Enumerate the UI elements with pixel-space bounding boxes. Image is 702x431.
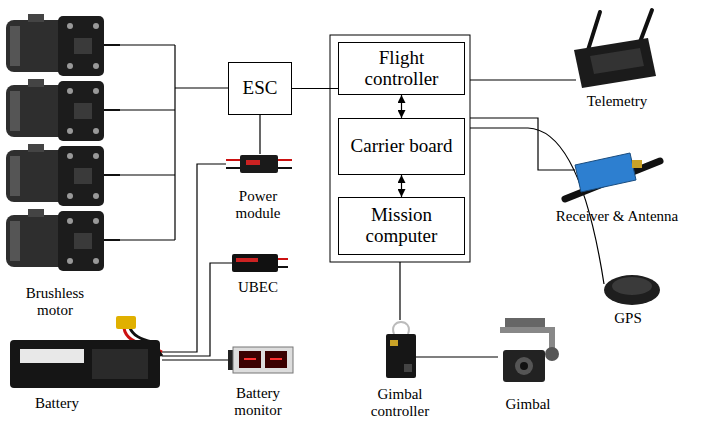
box-text: Mission computer	[343, 205, 460, 247]
connector	[292, 88, 338, 89]
part-label: Brushless motor	[15, 285, 95, 320]
part-label: UBEC	[228, 279, 288, 296]
telemetry-wire	[470, 79, 576, 80]
process-box: Flight controller	[338, 42, 465, 95]
battery-monitor-wire	[162, 359, 228, 360]
motor-photo	[6, 144, 120, 206]
gps-wire	[470, 128, 604, 284]
part-label: Gimbal controller	[360, 386, 440, 421]
part-label: Battery monitor	[223, 385, 293, 420]
telemetry-photo	[574, 10, 656, 88]
gimbal-controller-wire	[399, 262, 400, 320]
battery-ubec-wire	[162, 263, 232, 356]
battery-photo	[10, 316, 162, 388]
process-box: Mission computer	[338, 197, 465, 255]
box-text: Carrier board	[351, 136, 453, 157]
receiver-wire	[470, 118, 575, 170]
gps-photo	[604, 275, 660, 305]
motor-photo	[6, 79, 120, 141]
part-label: Gimbal	[488, 396, 568, 413]
part-label: GPS	[603, 310, 653, 327]
gimbal-controller-photo	[386, 322, 416, 378]
system-container	[330, 35, 470, 262]
battery-power-wire	[162, 164, 226, 352]
power-module-photo	[226, 155, 292, 173]
ubec-photo	[232, 254, 288, 272]
box-text: ESC	[243, 78, 278, 99]
motor-bus	[120, 45, 228, 240]
part-label: Power module	[223, 188, 293, 223]
battery-monitor-photo	[228, 347, 293, 373]
process-box: ESC	[228, 62, 292, 115]
box-text: Flight controller	[343, 48, 460, 90]
motor-photo	[6, 209, 120, 271]
gimbal-wire	[416, 356, 498, 357]
part-label: Receiver & Antenna	[542, 208, 692, 225]
gimbal-photo	[500, 318, 559, 382]
motor-photo	[6, 14, 120, 76]
process-box: Carrier board	[338, 118, 465, 175]
connector	[401, 95, 402, 118]
part-label: Telemetry	[567, 93, 667, 110]
connector	[401, 175, 402, 197]
esc-power-wire	[259, 115, 260, 154]
receiver-photo	[565, 153, 660, 199]
part-label: Battery	[17, 395, 97, 412]
